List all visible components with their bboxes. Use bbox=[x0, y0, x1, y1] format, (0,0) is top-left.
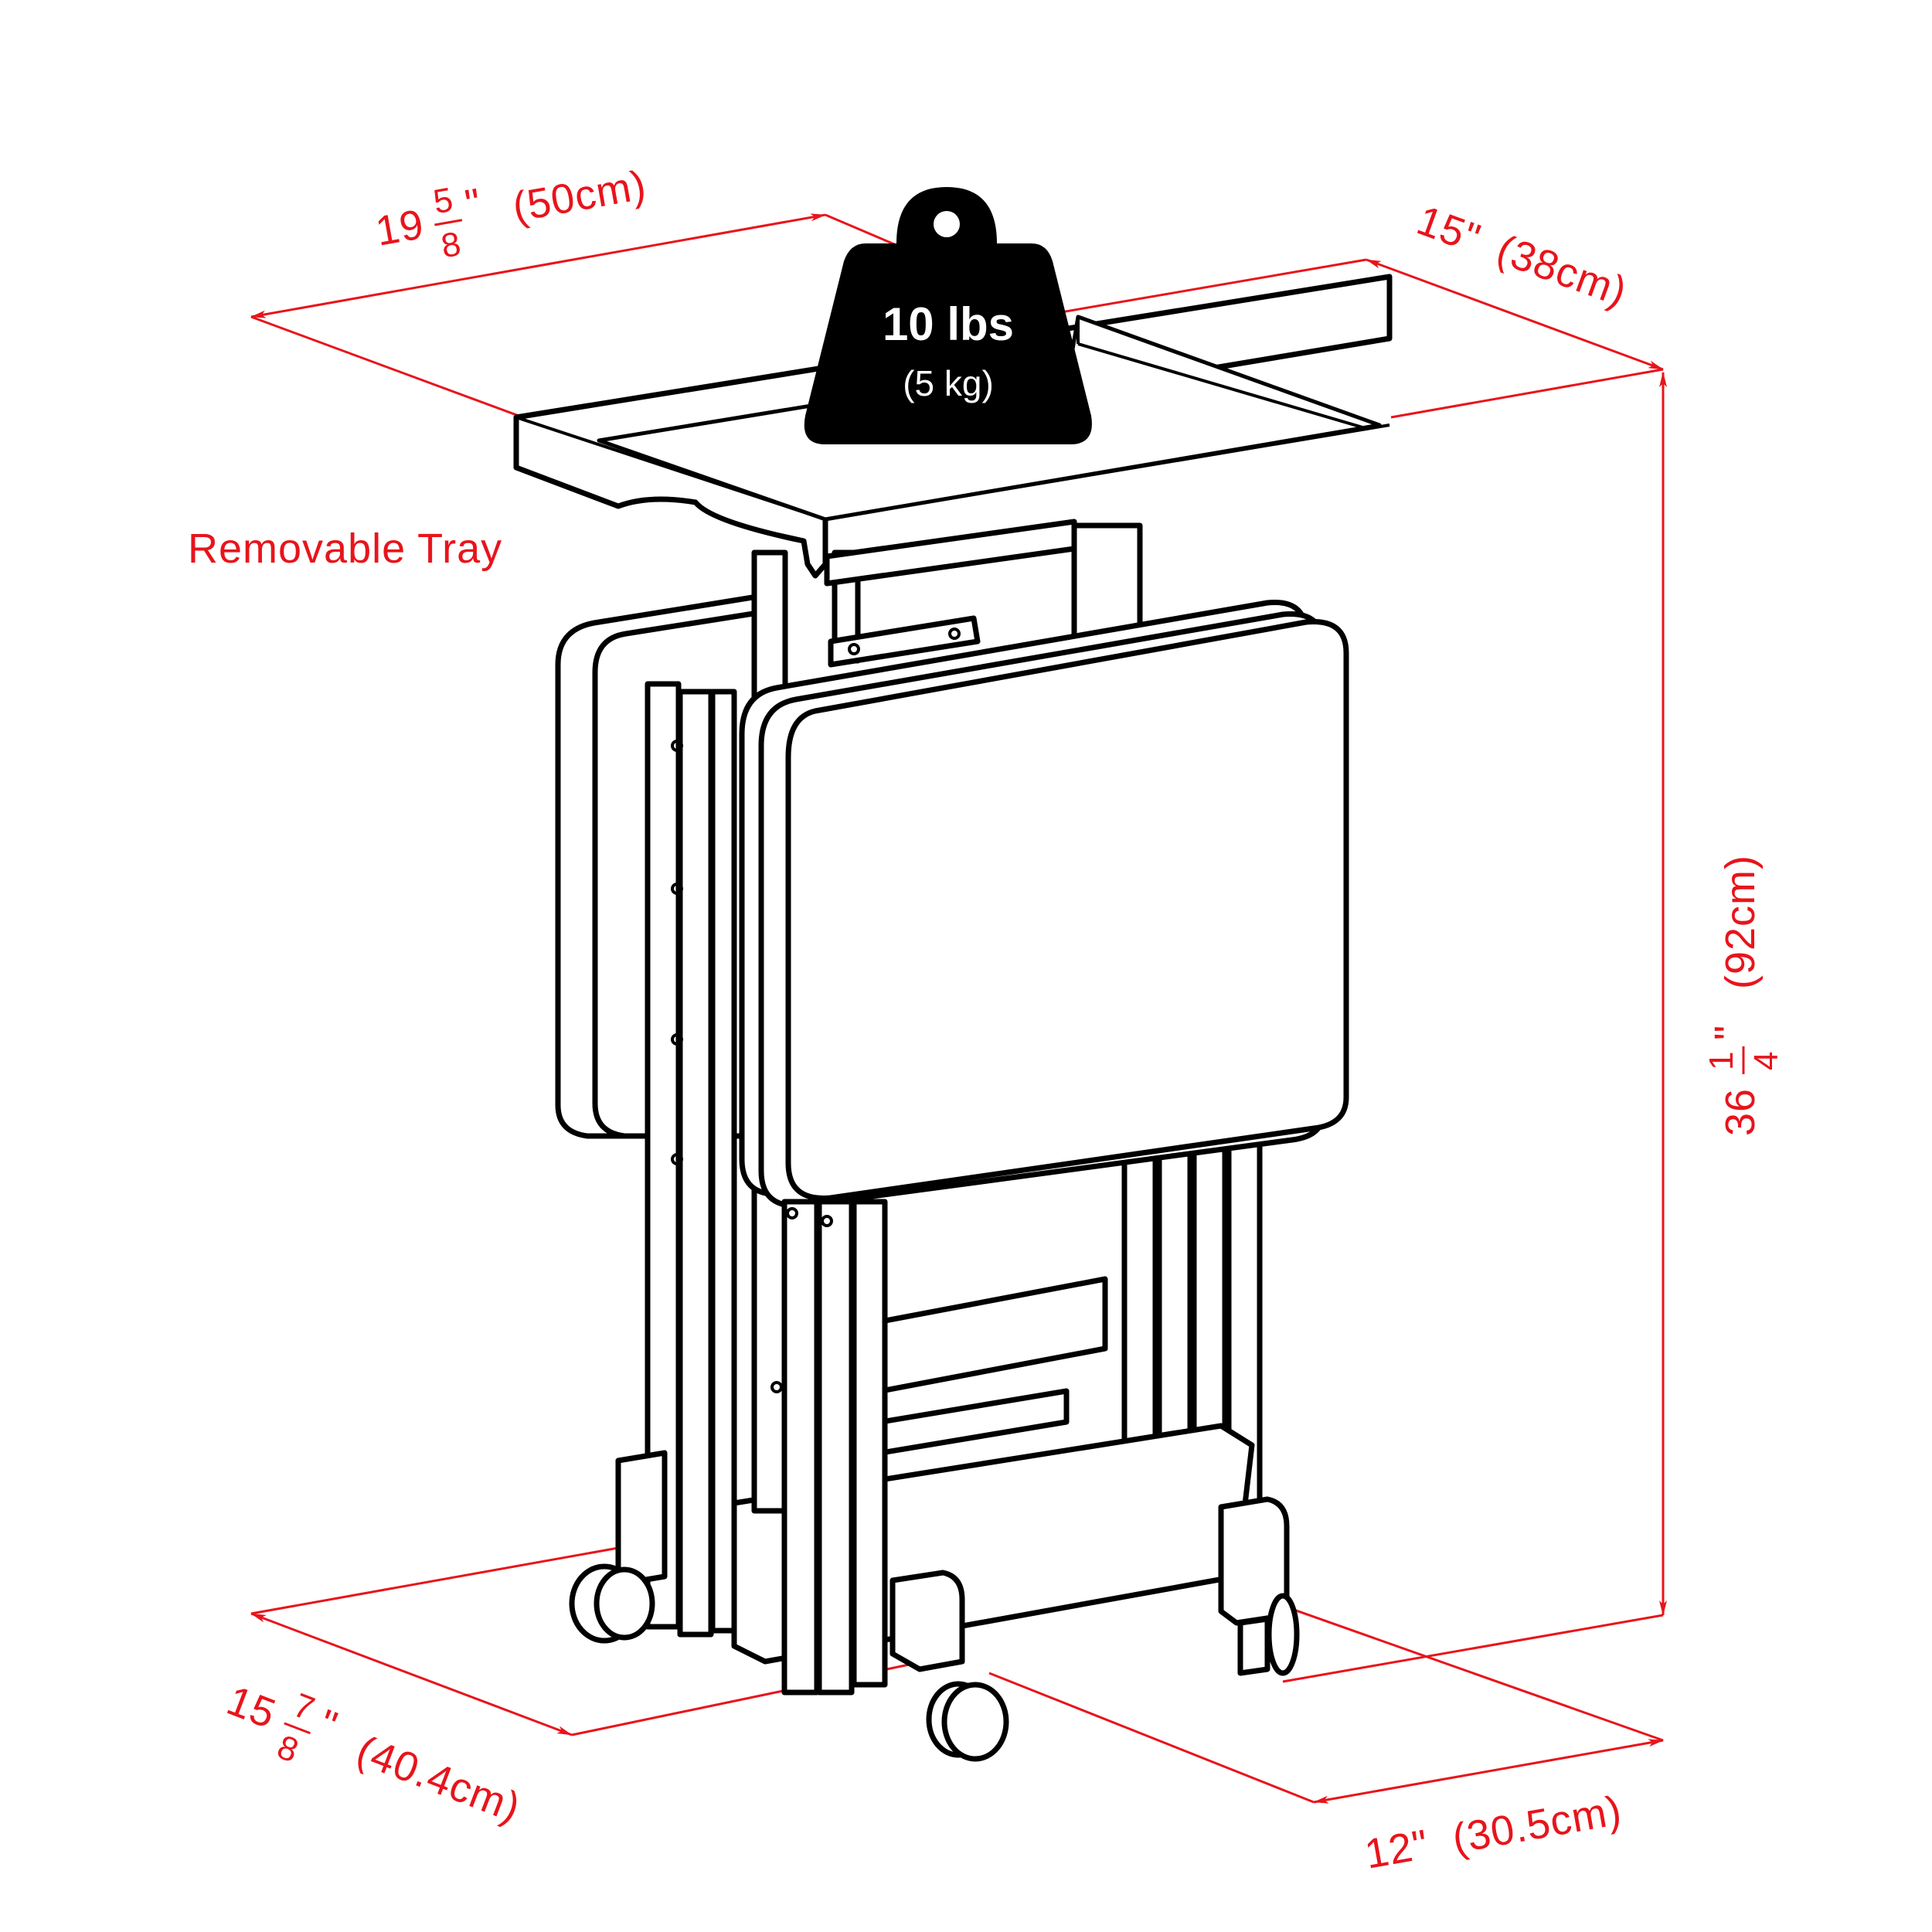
base-width-dimension: 15 7 8 " (40.4cm) bbox=[221, 1677, 527, 1832]
leg-front-3 bbox=[851, 1199, 888, 1688]
base-width-metric: (40.4cm) bbox=[351, 1727, 527, 1832]
base-depth-extension-left bbox=[988, 1672, 1315, 1804]
top-depth-dimension: 15" (38cm) bbox=[1411, 197, 1633, 316]
cross-bar-upper bbox=[878, 1276, 1108, 1394]
top-width-whole: 19 bbox=[372, 201, 428, 255]
latch-plate bbox=[828, 615, 981, 668]
hinge-screw bbox=[671, 740, 683, 752]
hinge-screw bbox=[821, 1215, 833, 1227]
base-width-fraction-bar bbox=[284, 1722, 311, 1735]
base-depth-metric: (30.5cm) bbox=[1449, 1787, 1625, 1862]
top-depth-metric: (38cm) bbox=[1491, 226, 1633, 316]
base-depth-extension-right bbox=[1247, 1592, 1664, 1742]
base-depth-imperial: 12" bbox=[1362, 1821, 1432, 1877]
latch-screw bbox=[948, 628, 961, 640]
height-whole: 36 bbox=[1717, 1088, 1764, 1136]
top-width-extension-left bbox=[250, 315, 534, 423]
top-depth-extension-top bbox=[1043, 258, 1367, 317]
hinge-screw bbox=[671, 1153, 683, 1165]
base-foot-left bbox=[615, 1450, 668, 1587]
base-width-whole: 15 bbox=[221, 1677, 282, 1737]
hinge-screw bbox=[770, 1381, 783, 1393]
weight-primary-label: 10 lbs bbox=[883, 298, 1014, 350]
top-width-fraction-bar bbox=[434, 219, 463, 226]
height-numerator: 1 bbox=[1702, 1052, 1740, 1070]
hinge-screw bbox=[671, 883, 683, 895]
base-width-unit: " bbox=[313, 1701, 344, 1750]
base-width-numerator: 7 bbox=[288, 1686, 319, 1729]
top-width-unit: " bbox=[461, 180, 485, 229]
removable-tray-label: Removable Tray bbox=[188, 526, 502, 572]
weight-secondary-label: (5 kg) bbox=[903, 363, 994, 403]
top-depth-imperial: 15" bbox=[1411, 197, 1487, 263]
caster-right-icon bbox=[1237, 1593, 1300, 1676]
top-width-metric: (50cm) bbox=[509, 162, 650, 230]
top-width-line bbox=[250, 213, 826, 318]
leg-front-1 bbox=[781, 1199, 820, 1696]
base-depth-line bbox=[1313, 1739, 1664, 1804]
top-width-numerator: 5 bbox=[430, 181, 456, 222]
mast-crossbar bbox=[824, 519, 1077, 587]
hinge-screw bbox=[786, 1207, 798, 1219]
height-unit: " bbox=[1706, 1025, 1753, 1040]
caster-left-icon bbox=[569, 1563, 655, 1644]
folded-tray-front-3 bbox=[785, 619, 1349, 1201]
latch-screw bbox=[848, 643, 860, 655]
height-extension-bottom bbox=[1282, 1614, 1664, 1683]
leg-left-strip bbox=[709, 689, 737, 1634]
cross-bar-middle bbox=[878, 1388, 1070, 1456]
removable-tray-rim bbox=[1077, 317, 1369, 430]
leg-left-inner bbox=[677, 689, 714, 1638]
height-denominator: 4 bbox=[1747, 1052, 1785, 1070]
dimension-lines bbox=[250, 213, 1667, 1804]
base-width-line bbox=[250, 1612, 573, 1736]
hinge-screw bbox=[671, 1033, 683, 1046]
top-depth-line bbox=[1366, 258, 1664, 371]
caster-front-icon bbox=[926, 1681, 1009, 1762]
height-metric: (92cm) bbox=[1717, 855, 1764, 989]
top-width-denominator: 8 bbox=[438, 225, 464, 266]
leg-front-2 bbox=[816, 1199, 855, 1696]
base-depth-dimension: 12" (30.5cm) bbox=[1362, 1787, 1625, 1877]
weight-capacity-icon: 10 lbs (5 kg) bbox=[804, 187, 1092, 444]
top-depth-extension-bottom bbox=[1390, 368, 1664, 419]
base-width-denominator: 8 bbox=[272, 1728, 303, 1770]
folding-tray-cart-drawing bbox=[513, 274, 1393, 1762]
base-width-extension-top bbox=[250, 1546, 619, 1615]
height-dimension: 36 1 4 " (92cm) bbox=[1702, 855, 1785, 1136]
top-width-dimension: 19 5 8 " (50cm) bbox=[372, 162, 650, 266]
base-foot-front bbox=[889, 1570, 965, 1672]
